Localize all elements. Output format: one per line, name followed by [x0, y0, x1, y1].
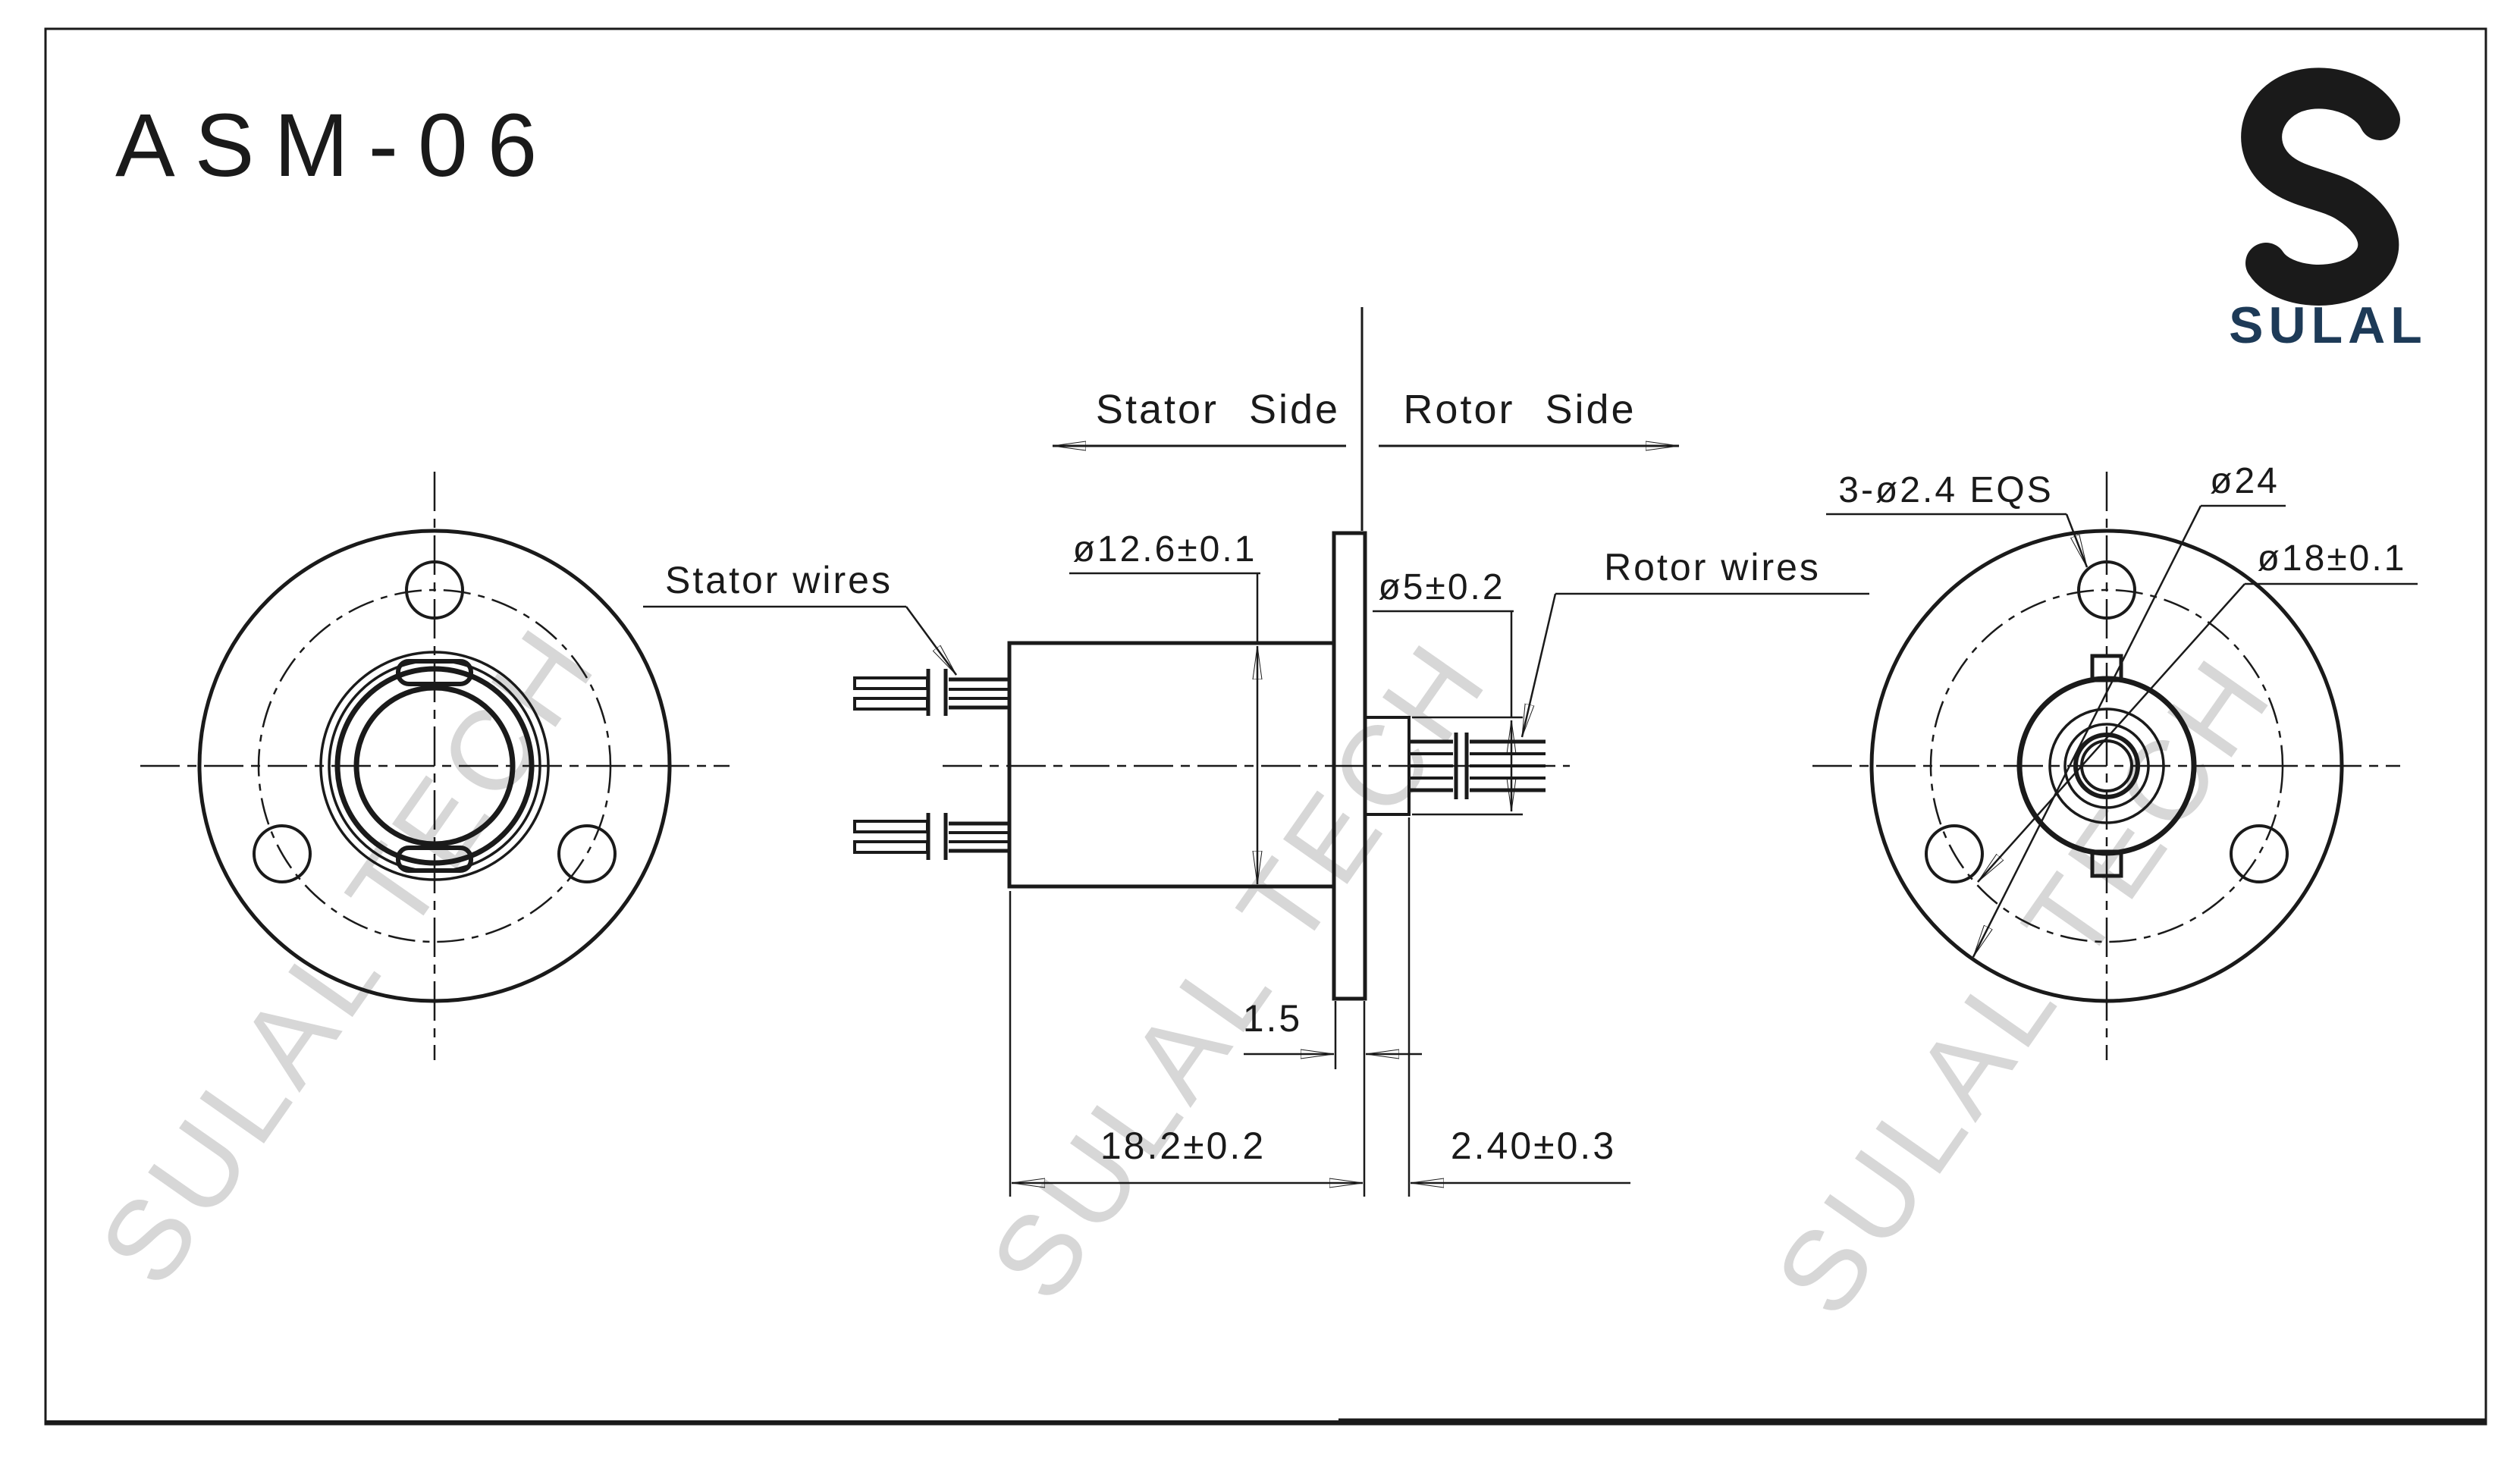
- sheet-frame: [44, 27, 2487, 1426]
- dim-leader: [1977, 583, 2245, 883]
- watermark-text: SULAL TECH: [966, 617, 1513, 1322]
- bolt-circle: [257, 588, 612, 943]
- stator-ring-circle: [319, 651, 550, 881]
- page-title: ASM-06: [115, 96, 557, 196]
- s-ribbon-icon: [2241, 67, 2400, 306]
- dim-text: ø5±0.2: [1378, 567, 1505, 607]
- dim-text: 3-ø2.4 EQS: [1838, 470, 2053, 510]
- right-view-rotor-face: 3-ø2.4 EQS ø24 ø18±0.1: [1812, 461, 2418, 1060]
- mounting-hole: [405, 560, 464, 620]
- rotor-shaft-circle: [2073, 733, 2140, 799]
- dim-leader: [1972, 505, 2202, 958]
- dim-body-diameter: ø12.6±0.1: [1069, 529, 1260, 884]
- dim-leader: [2065, 513, 2088, 568]
- dim-text: 18.2±0.2: [1100, 1125, 1266, 1167]
- dim-text: ø18±0.1: [2258, 538, 2407, 579]
- wire-end: [853, 840, 929, 854]
- rotor-wires-callout: Rotor wires: [1520, 546, 1869, 738]
- wire-end: [853, 676, 929, 690]
- mounting-hole: [557, 824, 617, 883]
- callout-leader: [905, 606, 958, 676]
- rotor-side-label: Rotor Side: [1403, 387, 1636, 432]
- dim-text: ø24: [2210, 461, 2280, 501]
- key-slot: [396, 846, 473, 873]
- dim-body-length: 18.2±0.2: [1009, 891, 1366, 1197]
- rotor-ring-circle: [2048, 708, 2165, 824]
- dim-bolt-circle: ø18±0.1: [1977, 538, 2418, 883]
- flange-outer-circle: [197, 529, 672, 1003]
- key-tab: [2090, 654, 2123, 682]
- dim-flange-diameter: ø24: [1972, 461, 2286, 958]
- stator-wires-label: Stator wires: [665, 559, 893, 601]
- wire-end: [853, 697, 929, 711]
- dim-flange-thickness: 1.5: [1243, 997, 1422, 1069]
- stator-bore-circle: [334, 666, 535, 866]
- rotor-ring-circle: [2063, 723, 2150, 809]
- stator-wire-bundle-bottom: [853, 813, 1009, 860]
- dim-rotor-diameter: ø5±0.2: [1373, 567, 1523, 816]
- stator-inner-circle: [353, 685, 516, 847]
- dim-text: ø12.6±0.1: [1073, 529, 1257, 569]
- side-view: Stator Side Rotor Side: [643, 307, 1869, 1197]
- wire-end: [853, 820, 929, 833]
- key-tab: [2090, 849, 2123, 878]
- dim-rotor-length: 2.40±0.3: [1407, 817, 1630, 1197]
- stator-side-label: Stator Side: [1096, 387, 1340, 432]
- brand-name: SULAL: [2229, 297, 2427, 354]
- stator-wire-bundle-top: [853, 669, 1009, 716]
- left-view-stator-face: [140, 472, 730, 1060]
- rotor-wires-label: Rotor wires: [1604, 546, 1821, 588]
- rotor-wire-bundle: [1409, 733, 1546, 799]
- watermarks: SULAL TECH SULAL TECH SULAL TECH: [75, 602, 2298, 1337]
- dim-text: 1.5: [1243, 997, 1303, 1040]
- callout-leader: [1520, 593, 1557, 738]
- brand-logo: SULAL: [2229, 67, 2427, 354]
- dim-mounting-holes: 3-ø2.4 EQS: [1826, 470, 2088, 568]
- stator-wires-callout: Stator wires: [643, 559, 958, 676]
- bolt-circle: [1929, 588, 2284, 943]
- mounting-hole: [2077, 560, 2136, 620]
- mounting-hole: [2230, 824, 2289, 883]
- dim-text: 2.40±0.3: [1451, 1125, 1616, 1167]
- flange-outer-circle: [1869, 529, 2344, 1003]
- key-slot: [396, 659, 473, 686]
- mounting-hole: [253, 824, 312, 883]
